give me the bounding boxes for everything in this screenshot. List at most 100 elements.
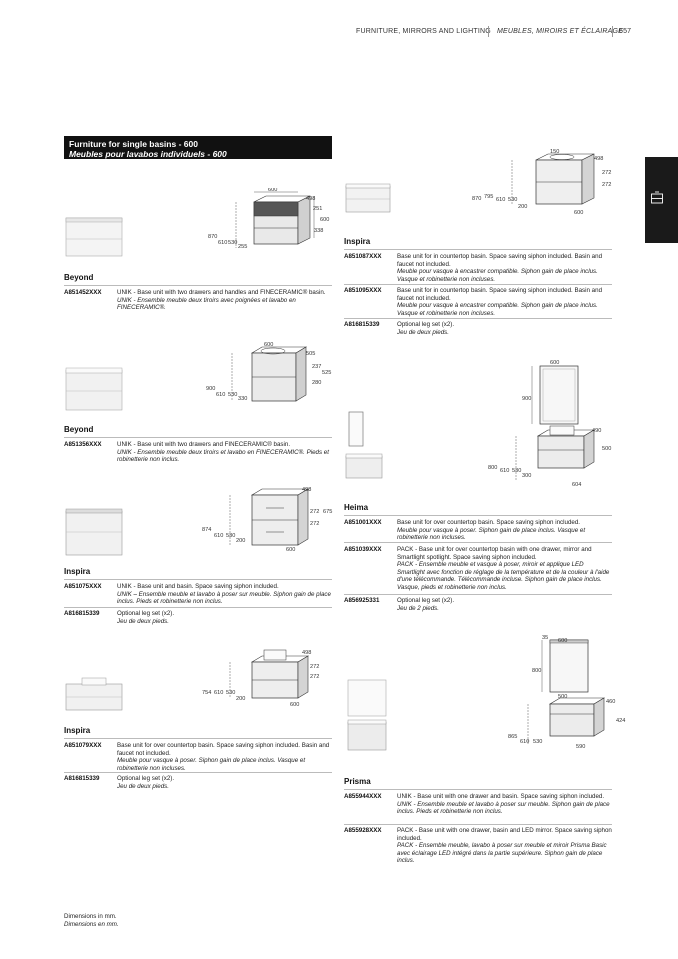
desc-fr: Jeu de 2 pieds.: [397, 604, 439, 612]
product-description: Base unit for over countertop basin. Spa…: [117, 742, 332, 772]
dim-label: 865: [508, 734, 517, 740]
product-description: Optional leg set (x2). Jeu de deux pieds…: [117, 775, 332, 790]
footnote-fr: Dimensions en mm.: [64, 920, 119, 928]
dim-label: 800: [532, 668, 541, 674]
technical-drawing: 150 498 272 272 870 795 610 530 200 600: [472, 149, 611, 216]
dim-label: 498: [302, 487, 311, 493]
divider: [344, 284, 612, 285]
dim-label: 870: [208, 234, 217, 240]
product-code: A816815339: [344, 321, 380, 328]
header-divider: [488, 26, 489, 37]
desc-en: Optional leg set (x2).: [397, 597, 455, 604]
technical-drawing: 498 272 675 272 874 610 530 200 600: [202, 487, 332, 553]
divider: [64, 285, 332, 286]
divider: [344, 318, 612, 319]
desc-en: UNIK - Base unit with one drawer and bas…: [397, 793, 605, 800]
cabinet-icon: [651, 191, 663, 204]
product-description: PACK - Base unit with one drawer, basin …: [397, 827, 612, 865]
product-code: A851452XXX: [64, 289, 102, 296]
dim-label: 600: [550, 360, 559, 366]
desc-fr: UNIK – Ensemble meuble et lavabo à poser…: [117, 590, 331, 606]
dim-label: 610: [218, 240, 227, 246]
product-description: Optional leg set (x2). Jeu de 2 pieds.: [397, 597, 612, 612]
chapter-tab: [645, 157, 678, 243]
divider: [64, 772, 332, 773]
desc-en: Optional leg set (x2).: [397, 321, 455, 328]
product-description: UNIK - Base unit with one drawer and bas…: [397, 793, 612, 816]
dim-label: 610: [214, 533, 223, 539]
product-code: A851039XXX: [344, 546, 382, 553]
section-title: Furniture for single basins - 600 Meuble…: [64, 136, 332, 159]
desc-en: UNIK - Base unit and basin. Space saving…: [117, 583, 279, 590]
product-photo: [65, 217, 123, 257]
product-title: Inspira: [64, 726, 91, 735]
divider: [64, 579, 332, 580]
dim-label: 300: [522, 473, 531, 479]
dim-label: 610: [500, 468, 509, 474]
dim-label: 610: [496, 197, 505, 203]
desc-fr: UNIK - Ensemble meuble deux tiroirs et l…: [117, 448, 329, 464]
dim-label: 610: [520, 739, 529, 745]
divider: [344, 515, 612, 516]
technical-drawing: 600 900 490 500 800 610 530 300 604: [488, 360, 611, 488]
technical-drawing: 498 272 272 754 610 530 200 600: [202, 649, 319, 708]
dim-label: 600: [286, 547, 295, 553]
dim-label: 272: [310, 521, 319, 527]
desc-fr: Meuble pour vasque à poser. Siphon gain …: [397, 526, 586, 542]
product-code: A855928XXX: [344, 827, 382, 834]
dim-label: 272: [602, 182, 611, 188]
desc-en: UNIK - Base unit with two drawers and ha…: [117, 289, 326, 296]
section-title-fr: Meubles pour lavabos individuels - 600: [69, 149, 227, 159]
dim-label: 530: [226, 533, 235, 539]
dim-label: 460: [606, 699, 615, 705]
desc-fr: Meuble pour vasque à poser. Siphon gain …: [117, 757, 306, 772]
product-title: Heima: [344, 503, 369, 512]
dim-label: 795: [484, 194, 493, 200]
product-photo: [65, 677, 123, 711]
dim-label: 874: [202, 527, 211, 533]
technical-drawing: 35 600 800 500 460 424 865 610 530 590: [508, 635, 625, 750]
dim-label: 272: [602, 170, 611, 176]
product-code: A851095XXX: [344, 287, 382, 294]
dim-label: 35: [542, 635, 548, 641]
product-description: UNIK - Base unit with two drawers and FI…: [117, 441, 332, 464]
desc-fr: PACK - Ensemble meuble, lavabo à poser s…: [397, 842, 607, 865]
product-description: UNIK - Base unit and basin. Space saving…: [117, 583, 332, 606]
product-code: A851087XXX: [344, 253, 382, 260]
product-description: PACK - Base unit for over countertop bas…: [397, 546, 612, 592]
dim-label: 610: [214, 690, 223, 696]
product-description: Optional leg set (x2). Jeu de deux pieds…: [117, 610, 332, 625]
product-description: Base unit for over countertop basin. Spa…: [397, 519, 612, 542]
dim-label: 530: [533, 739, 542, 745]
dim-label: 424: [616, 718, 625, 724]
desc-fr: PACK - Ensemble meuble et vasque à poser…: [397, 561, 610, 591]
dim-label: 675: [323, 509, 332, 515]
desc-en: Base unit for over countertop basin. Spa…: [397, 519, 580, 526]
desc-fr: Jeu de deux pieds.: [397, 328, 449, 336]
dim-label: 505: [306, 351, 315, 357]
dim-label: 600: [268, 188, 277, 193]
divider: [64, 437, 332, 438]
desc-en: Optional leg set (x2).: [117, 775, 175, 782]
dim-label: 600: [574, 210, 583, 216]
dim-label: 500: [558, 694, 567, 700]
dim-label: 237: [312, 364, 321, 370]
product-code: A856925331: [344, 597, 380, 604]
dim-label: 525: [322, 370, 331, 376]
header-divider: [612, 26, 613, 37]
dim-label: 255: [238, 244, 247, 250]
desc-fr: Meuble pour vasque à encastrer compatibl…: [397, 302, 598, 317]
dim-label: 272: [310, 674, 319, 680]
divider: [344, 249, 612, 250]
divider: [64, 607, 332, 608]
product-title: Inspira: [64, 567, 91, 576]
dim-label: 272: [310, 664, 319, 670]
product-description: Optional leg set (x2). Jeu de deux pieds…: [397, 321, 612, 336]
technical-drawing: 600 498 251 600 338 870 610 530 255: [208, 188, 329, 250]
dim-label: 900: [206, 386, 215, 392]
technical-drawing: 600 505 237 525 280 900 610 530 330: [206, 342, 331, 402]
desc-fr: Jeu de deux pieds.: [117, 782, 169, 790]
dim-label: 338: [314, 228, 323, 234]
desc-en: Base unit for in countertop basin. Space…: [397, 287, 603, 302]
dim-label: 490: [592, 428, 601, 434]
